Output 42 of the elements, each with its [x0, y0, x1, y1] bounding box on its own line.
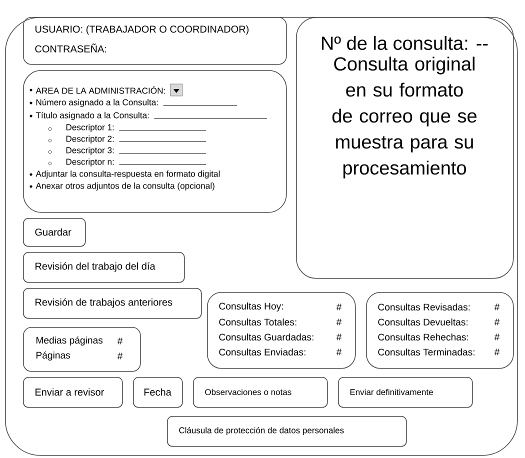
counter-value: # [494, 318, 500, 326]
counter-label: Medias páginas [36, 336, 103, 346]
button: Revisión de trabajos anteriores [23, 288, 202, 319]
counter-value: # [336, 334, 342, 340]
counter-value: # [336, 304, 342, 310]
counter-label: Consultas Enviadas: [219, 348, 306, 356]
counter-value: # [494, 334, 500, 340]
counter-value: # [117, 338, 123, 344]
button: Cláusula de protección de datos personales [167, 416, 407, 447]
field-label: Descriptor 3: [66, 147, 114, 155]
counter-label: Consultas Revisadas: [378, 303, 470, 311]
field-label: USUARIO: (TRABAJADOR O COORDINADOR) [35, 25, 249, 35]
field-label: Anexar otros adjuntos de la consulta (opcional) [36, 182, 214, 190]
field-label: Descriptor 2: [66, 136, 114, 144]
field-label: AREA DE LA ADMINISTRACIÓN: [36, 86, 165, 94]
panel-text: Consulta original en su formato de correo que se muestra para su procesamiento [332, 56, 476, 178]
counter-value: # [336, 318, 342, 326]
button: Enviar definitivamente [338, 377, 473, 408]
window-frame [5, 17, 518, 456]
counter-value: # [117, 352, 123, 360]
button: Fecha [133, 377, 183, 408]
counter-value: # [494, 304, 500, 310]
counter-label: Consultas Guardadas: [219, 333, 314, 341]
field-label: Título asignado a la Consulta: [36, 112, 149, 120]
counter-label: Consultas Terminadas: [378, 348, 474, 356]
panel-text: Nº de la consulta: -- [322, 36, 488, 50]
counter-label: Consultas Rehechas: [378, 333, 468, 341]
button: Enviar a revisor [23, 377, 123, 408]
field-label: Número asignado a la Consulta: [36, 98, 158, 108]
button: Observaciones o notas [193, 377, 328, 408]
counter-value: # [494, 348, 500, 356]
button: Guardar [23, 218, 86, 247]
button: Revisión del trabajo del día [23, 252, 185, 283]
field-label: Adjuntar la consulta-respuesta en formato digital [36, 170, 220, 178]
counter-label: Páginas [36, 351, 70, 361]
field-label: Descriptor n: [66, 158, 114, 166]
counter-label: Consultas Devueltas: [378, 318, 468, 326]
counter-label: Consultas Totales: [219, 318, 296, 326]
field-label: Descriptor 1: [66, 124, 114, 132]
field-label: CONTRASEÑA: [35, 44, 106, 52]
counter-value: # [336, 348, 342, 356]
counter-label: Consultas Hoy: [219, 302, 283, 312]
